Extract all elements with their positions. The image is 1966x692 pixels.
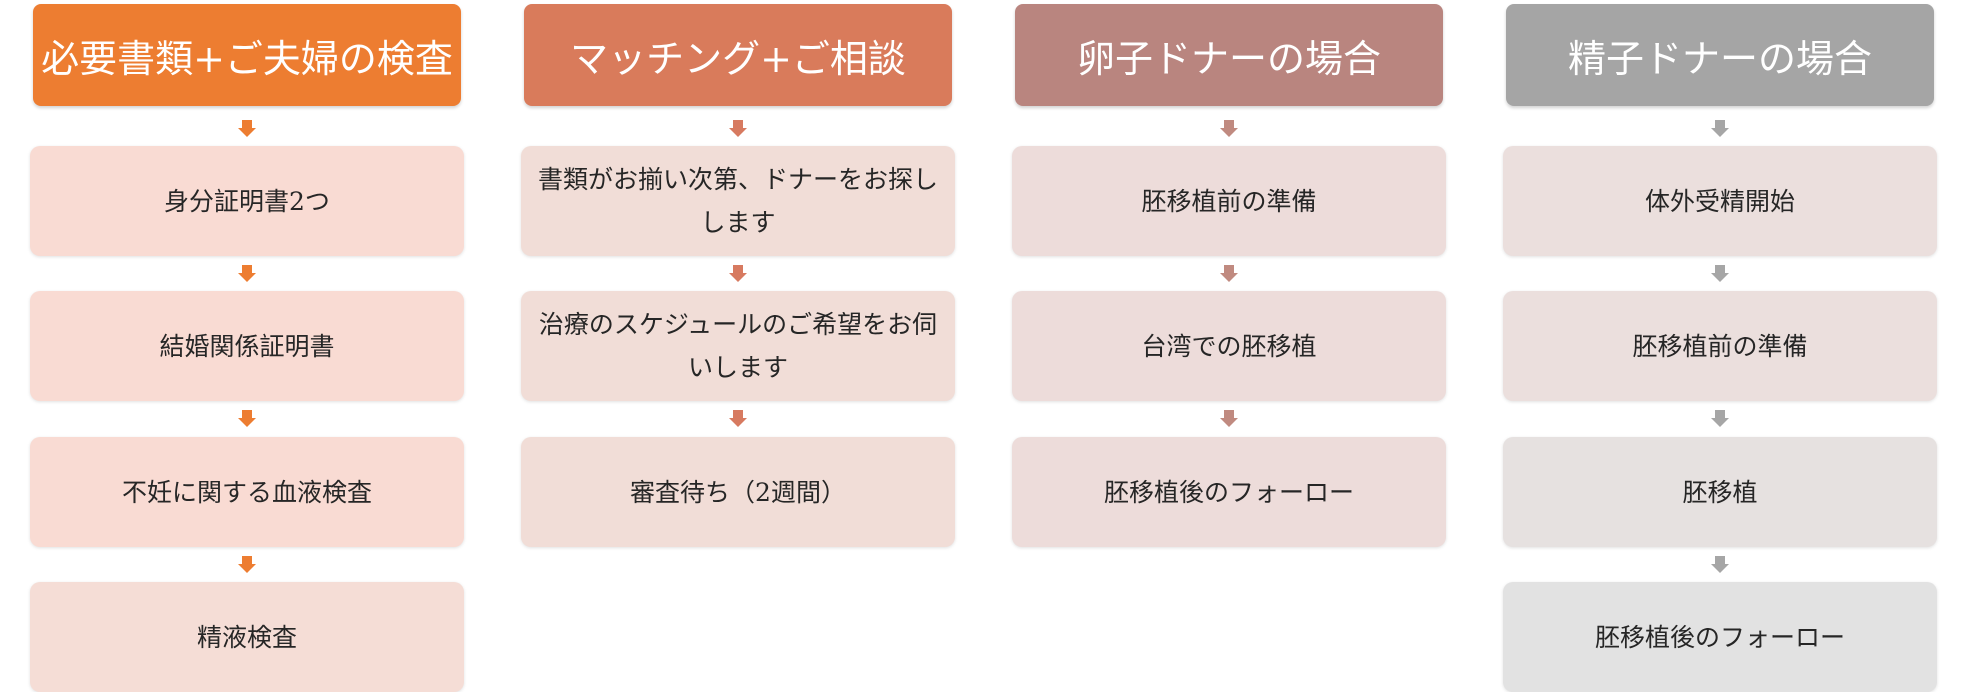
flow-step: 台湾での胚移植	[1012, 291, 1446, 401]
flow-step: 胚移植後のフォーロー	[1012, 437, 1446, 547]
column-header: マッチング+ご相談	[524, 4, 952, 106]
flow-step: 胚移植前の準備	[1503, 291, 1937, 401]
column-header: 精子ドナーの場合	[1506, 4, 1934, 106]
column-header: 必要書類+ご夫婦の検査	[33, 4, 461, 106]
flow-step: 書類がお揃い次第、ドナーをお探しします	[521, 146, 955, 256]
flow-step: 体外受精開始	[1503, 146, 1937, 256]
flow-step: 不妊に関する血液検査	[30, 437, 464, 547]
flow-step: 治療のスケジュールのご希望をお伺いします	[521, 291, 955, 401]
flow-step: 胚移植後のフォーロー	[1503, 582, 1937, 692]
flow-step: 精液検査	[30, 582, 464, 692]
flow-step: 胚移植	[1503, 437, 1937, 547]
flow-step: 身分証明書2つ	[30, 146, 464, 256]
flow-step: 胚移植前の準備	[1012, 146, 1446, 256]
flow-step: 審査待ち（2週間）	[521, 437, 955, 547]
flow-step: 結婚関係証明書	[30, 291, 464, 401]
column-header: 卵子ドナーの場合	[1015, 4, 1443, 106]
